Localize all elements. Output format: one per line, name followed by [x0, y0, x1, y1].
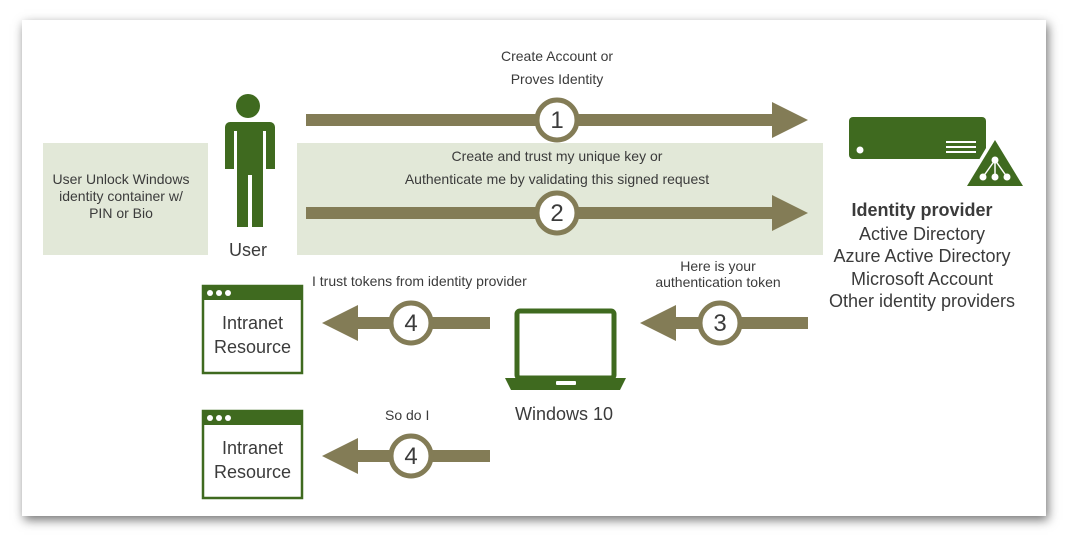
user-icon: [225, 94, 275, 227]
step3-caption-line1: Here is your: [680, 258, 756, 274]
arrow-step1: [306, 97, 808, 143]
user-label: User: [228, 240, 267, 260]
device-label: Windows 10: [514, 404, 614, 424]
step3-number: 3: [713, 310, 727, 337]
identity-provider-item-4: Other identity providers: [828, 291, 1016, 311]
resource2-line2: Resource: [213, 462, 292, 482]
arrow-step2: [306, 190, 808, 236]
step4a-number: 4: [404, 310, 418, 337]
step4b-caption: So do I: [385, 407, 430, 423]
arrow-step3: [640, 300, 808, 346]
step1-number: 1: [550, 107, 564, 134]
identity-provider-title: Identity provider: [851, 200, 993, 220]
unlock-caption-line2: identity container w/: [59, 188, 183, 204]
step4a-caption: I trust tokens from identity provider: [312, 273, 527, 289]
step1-caption-line1: Create Account or: [500, 48, 614, 64]
identity-triangle-icon: [961, 133, 1029, 190]
identity-provider-item-2: Azure Active Directory: [833, 246, 1011, 266]
resource1-line1: Intranet: [221, 313, 284, 333]
browser-window-icon-2: [201, 409, 304, 500]
unlock-caption-line3: PIN or Bio: [89, 205, 153, 221]
step2-number: 2: [550, 200, 564, 227]
resource2-line1: Intranet: [221, 438, 284, 458]
arrow-step4a: [322, 300, 490, 346]
diagram-card: [22, 20, 1046, 516]
unlock-panel: [43, 143, 208, 255]
resource1-line2: Resource: [213, 337, 292, 357]
step2-caption-line1: Create and trust my unique key or: [451, 148, 663, 164]
unlock-caption-line1: User Unlock Windows: [52, 171, 190, 187]
step1-caption-line2: Proves Identity: [510, 71, 604, 87]
identity-provider-item-3: Microsoft Account: [850, 269, 994, 289]
step2-caption-line2: Authenticate me by validating this signe…: [404, 171, 710, 187]
arrow-step4b: [322, 433, 490, 479]
laptop-icon: [505, 308, 626, 390]
step4b-number: 4: [404, 443, 418, 470]
step3-caption-line2: authentication token: [655, 274, 781, 290]
server-icon: [849, 117, 986, 159]
browser-window-icon-1: [201, 284, 304, 375]
identity-provider-item-1: Active Directory: [858, 224, 986, 244]
